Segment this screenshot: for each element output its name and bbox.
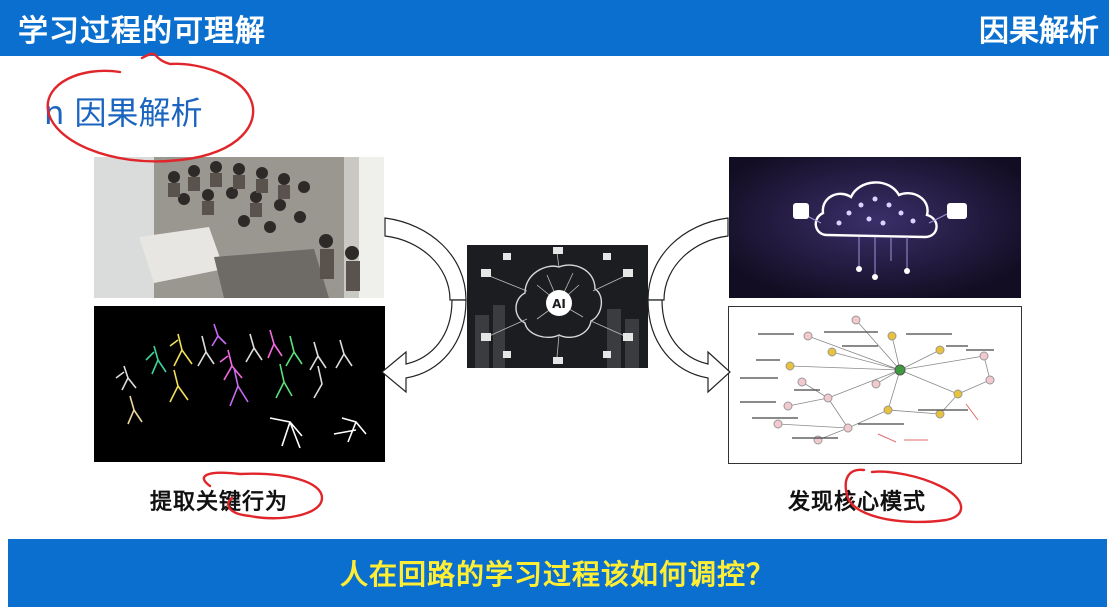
ai-brain-drawing: AI: [467, 245, 648, 368]
cloud-network-drawing: [729, 157, 1021, 298]
causal-graph-image: [728, 306, 1022, 464]
cloud-network-image: [729, 157, 1021, 298]
classroom-photo-drawing: [94, 157, 384, 298]
pose-skeleton-drawing: [94, 306, 385, 462]
caption-extract-behavior: 提取关键行为: [150, 490, 289, 515]
caption-discover-pattern: 发现核心模式: [788, 490, 927, 515]
page-title: 学习过程的可理解: [18, 14, 266, 49]
footer-banner: 人在回路的学习过程该如何调控？: [8, 539, 1107, 607]
pose-skeleton-image: [94, 306, 385, 462]
causal-graph-drawing: [728, 306, 1022, 464]
section-heading: n 因果解析: [44, 94, 203, 132]
ai-brain-image: AI: [467, 245, 648, 368]
section-tag: 因果解析: [979, 14, 1099, 49]
footer-question: 人在回路的学习过程该如何调控？: [339, 558, 775, 591]
classroom-photo: [94, 157, 384, 298]
ai-label: AI: [552, 297, 566, 311]
header-bar: 学习过程的可理解 因果解析: [0, 0, 1109, 56]
